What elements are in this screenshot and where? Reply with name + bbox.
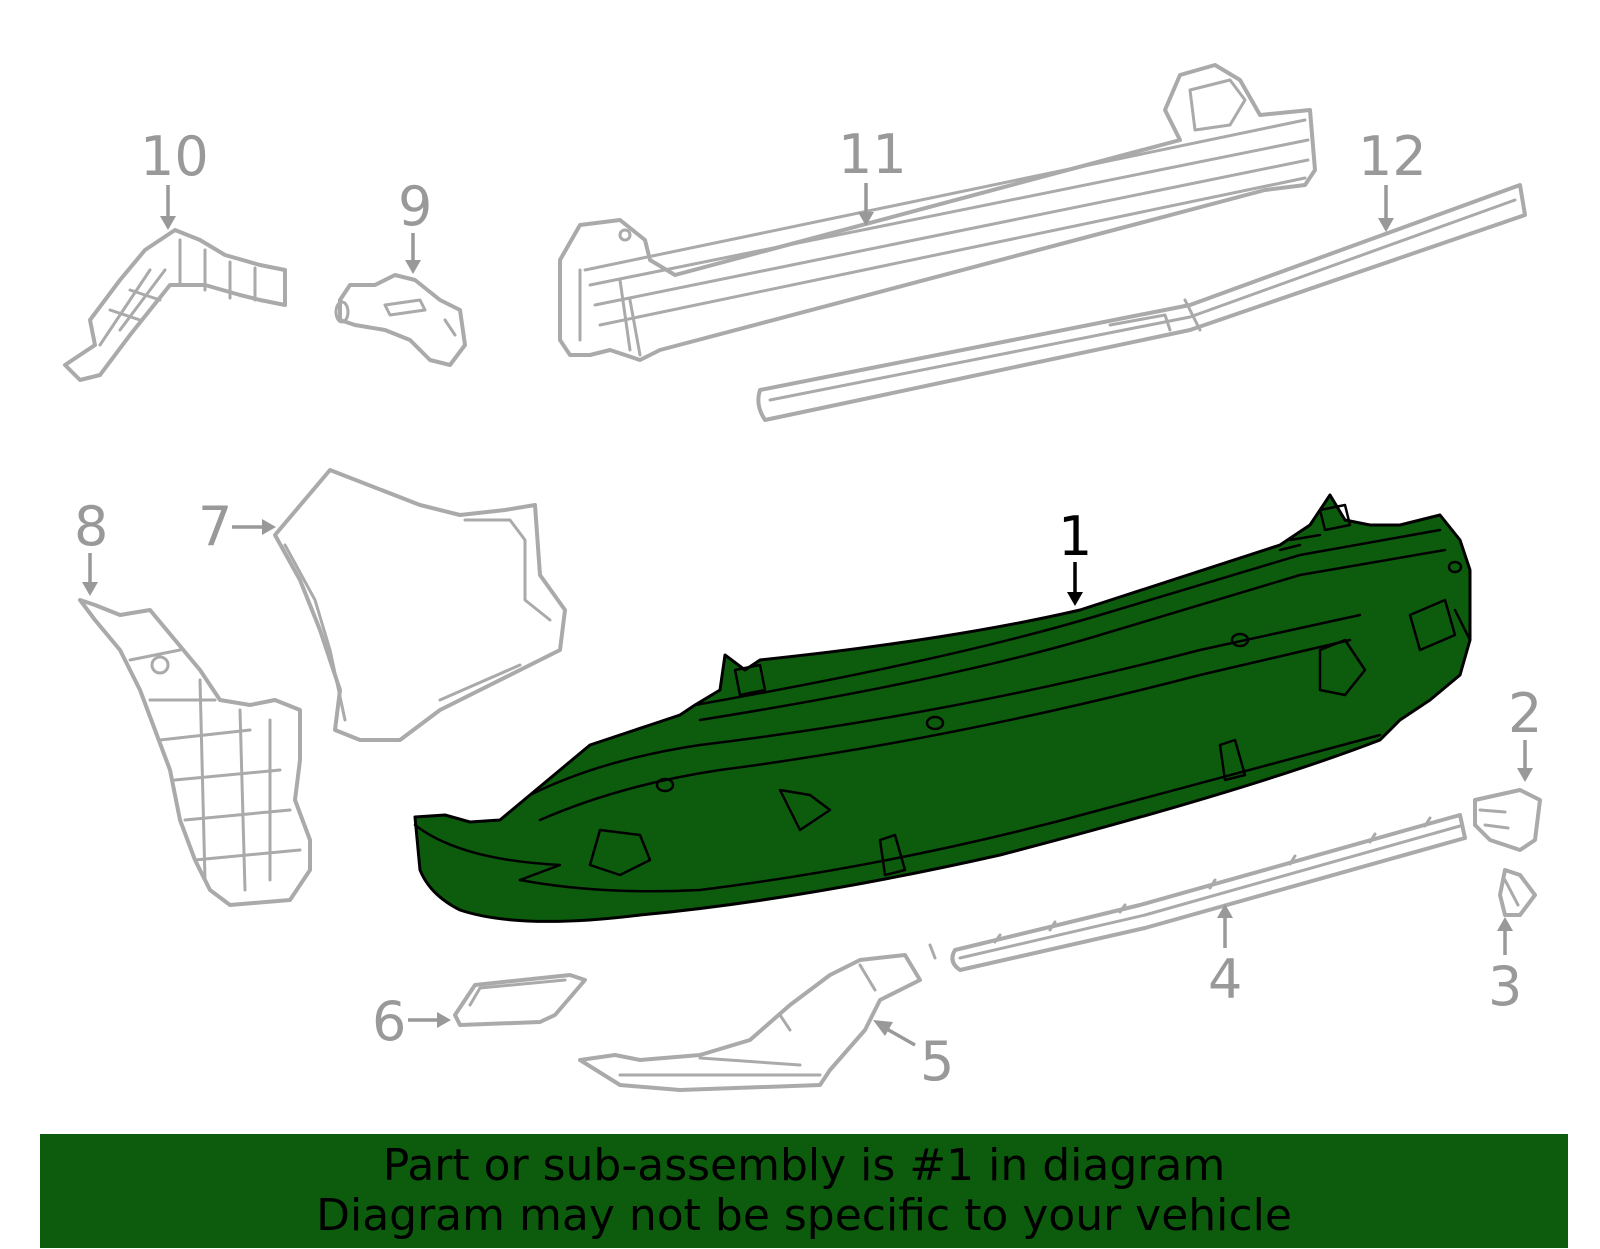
leader-2 bbox=[1517, 740, 1533, 782]
banner-line-2: Diagram may not be specific to your vehi… bbox=[316, 1190, 1292, 1241]
info-banner: Part or sub-assembly is #1 in diagram Di… bbox=[40, 1134, 1568, 1248]
callout-7: 7 bbox=[198, 495, 232, 558]
leader-7 bbox=[232, 519, 276, 535]
part-5-valance[interactable] bbox=[578, 953, 922, 1092]
leader-6 bbox=[408, 1012, 451, 1028]
part-6-cover[interactable] bbox=[453, 973, 587, 1027]
part-2-bracket[interactable] bbox=[1473, 788, 1542, 852]
callout-5: 5 bbox=[920, 1030, 954, 1093]
part-1-bumper-cover[interactable] bbox=[413, 493, 1472, 923]
leader-5 bbox=[873, 1020, 916, 1047]
part-3-clip[interactable] bbox=[1498, 868, 1537, 917]
leader-1 bbox=[1067, 562, 1083, 606]
part-9-bracket[interactable] bbox=[334, 273, 467, 367]
part-11-reinforcement[interactable] bbox=[558, 63, 1317, 362]
callout-8: 8 bbox=[74, 495, 108, 558]
callout-1: 1 bbox=[1058, 505, 1092, 568]
leader-12 bbox=[1378, 185, 1394, 232]
callout-9: 9 bbox=[398, 175, 432, 238]
leader-8 bbox=[82, 553, 98, 596]
callout-11: 11 bbox=[838, 123, 907, 186]
part-8-bracket[interactable] bbox=[78, 598, 312, 907]
leader-9 bbox=[405, 233, 421, 274]
leader-11 bbox=[858, 183, 874, 226]
callout-4: 4 bbox=[1208, 948, 1242, 1011]
banner-line-1: Part or sub-assembly is #1 in diagram bbox=[382, 1140, 1226, 1191]
callout-2: 2 bbox=[1508, 682, 1542, 745]
callout-3: 3 bbox=[1488, 955, 1522, 1018]
callout-10: 10 bbox=[140, 125, 209, 188]
part-7-panel[interactable] bbox=[273, 468, 567, 742]
leader-3 bbox=[1497, 917, 1513, 955]
leader-4 bbox=[1217, 904, 1233, 948]
callout-12: 12 bbox=[1358, 125, 1427, 188]
callout-6: 6 bbox=[372, 990, 406, 1053]
part-10-bracket[interactable] bbox=[63, 228, 287, 382]
part-12-absorber[interactable] bbox=[756, 183, 1527, 422]
part-4-molding[interactable] bbox=[928, 813, 1467, 972]
leader-10 bbox=[160, 185, 176, 230]
